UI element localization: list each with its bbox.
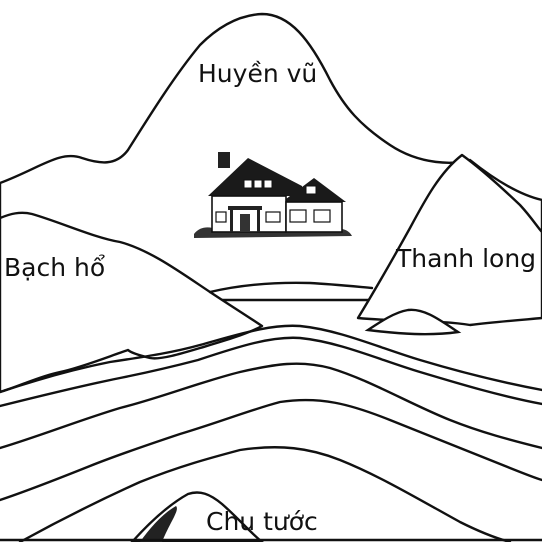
river-lower-bank bbox=[0, 336, 542, 408]
house-icon bbox=[194, 152, 352, 238]
small-south-hill-shade bbox=[140, 506, 177, 542]
east-mountain bbox=[356, 153, 542, 327]
label-west: Bạch hổ bbox=[4, 253, 105, 282]
label-east: Thanh long bbox=[395, 244, 536, 273]
south-mound bbox=[18, 446, 512, 542]
lower-hill bbox=[0, 398, 542, 502]
plain-ridge bbox=[208, 281, 374, 294]
east-mound bbox=[364, 308, 462, 336]
river-upper-bank bbox=[0, 324, 542, 394]
label-south: Chu tước bbox=[206, 507, 318, 536]
label-north: Huyền vũ bbox=[198, 59, 317, 88]
middle-hill bbox=[0, 362, 542, 450]
